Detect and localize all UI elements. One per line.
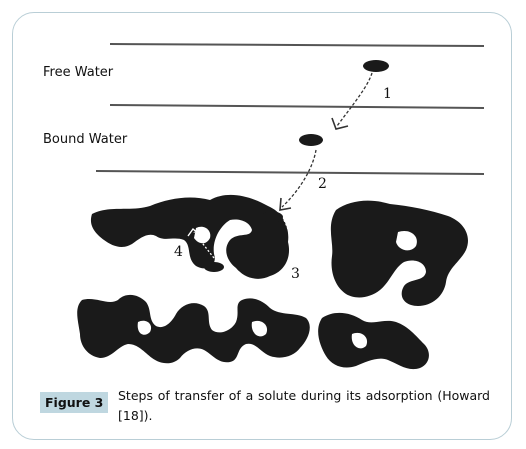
adsorbent-particle-left	[77, 194, 310, 364]
top-boundary-line	[109, 43, 485, 47]
step-2-arrowhead	[279, 197, 292, 211]
step-4-arrow	[193, 231, 215, 259]
figure-number-badge: Figure 3	[40, 392, 109, 413]
free-bound-boundary-line	[109, 104, 485, 109]
step-3-arrow	[235, 219, 293, 283]
step-1-arrow	[336, 72, 373, 127]
step-1-arrowhead	[331, 117, 349, 130]
solute-particle-bound	[299, 134, 323, 146]
solute-particle-free	[363, 60, 389, 72]
adsorbent-particle-right	[318, 200, 468, 370]
bound-water-label: Bound Water	[43, 132, 128, 147]
step-4-arrowhead	[187, 227, 201, 237]
step-1-label: 1	[383, 86, 392, 102]
step-2-arrow	[281, 149, 317, 208]
step-3-label: 3	[291, 266, 300, 282]
figure-caption: Figure 3 Steps of transfer of a solute d…	[40, 382, 500, 432]
caption-text: Steps of transfer of a solute during its…	[118, 388, 490, 423]
step-4-label: 4	[174, 244, 183, 260]
step-2-label: 2	[318, 176, 327, 192]
step-3-arrowhead	[230, 271, 243, 285]
free-water-label: Free Water	[43, 65, 114, 80]
solute-particle-pore-lower	[204, 262, 224, 272]
solute-particle-surface	[261, 211, 283, 223]
bound-adsorbent-boundary-line	[95, 170, 485, 175]
solute-particle-pore-upper	[176, 211, 196, 221]
